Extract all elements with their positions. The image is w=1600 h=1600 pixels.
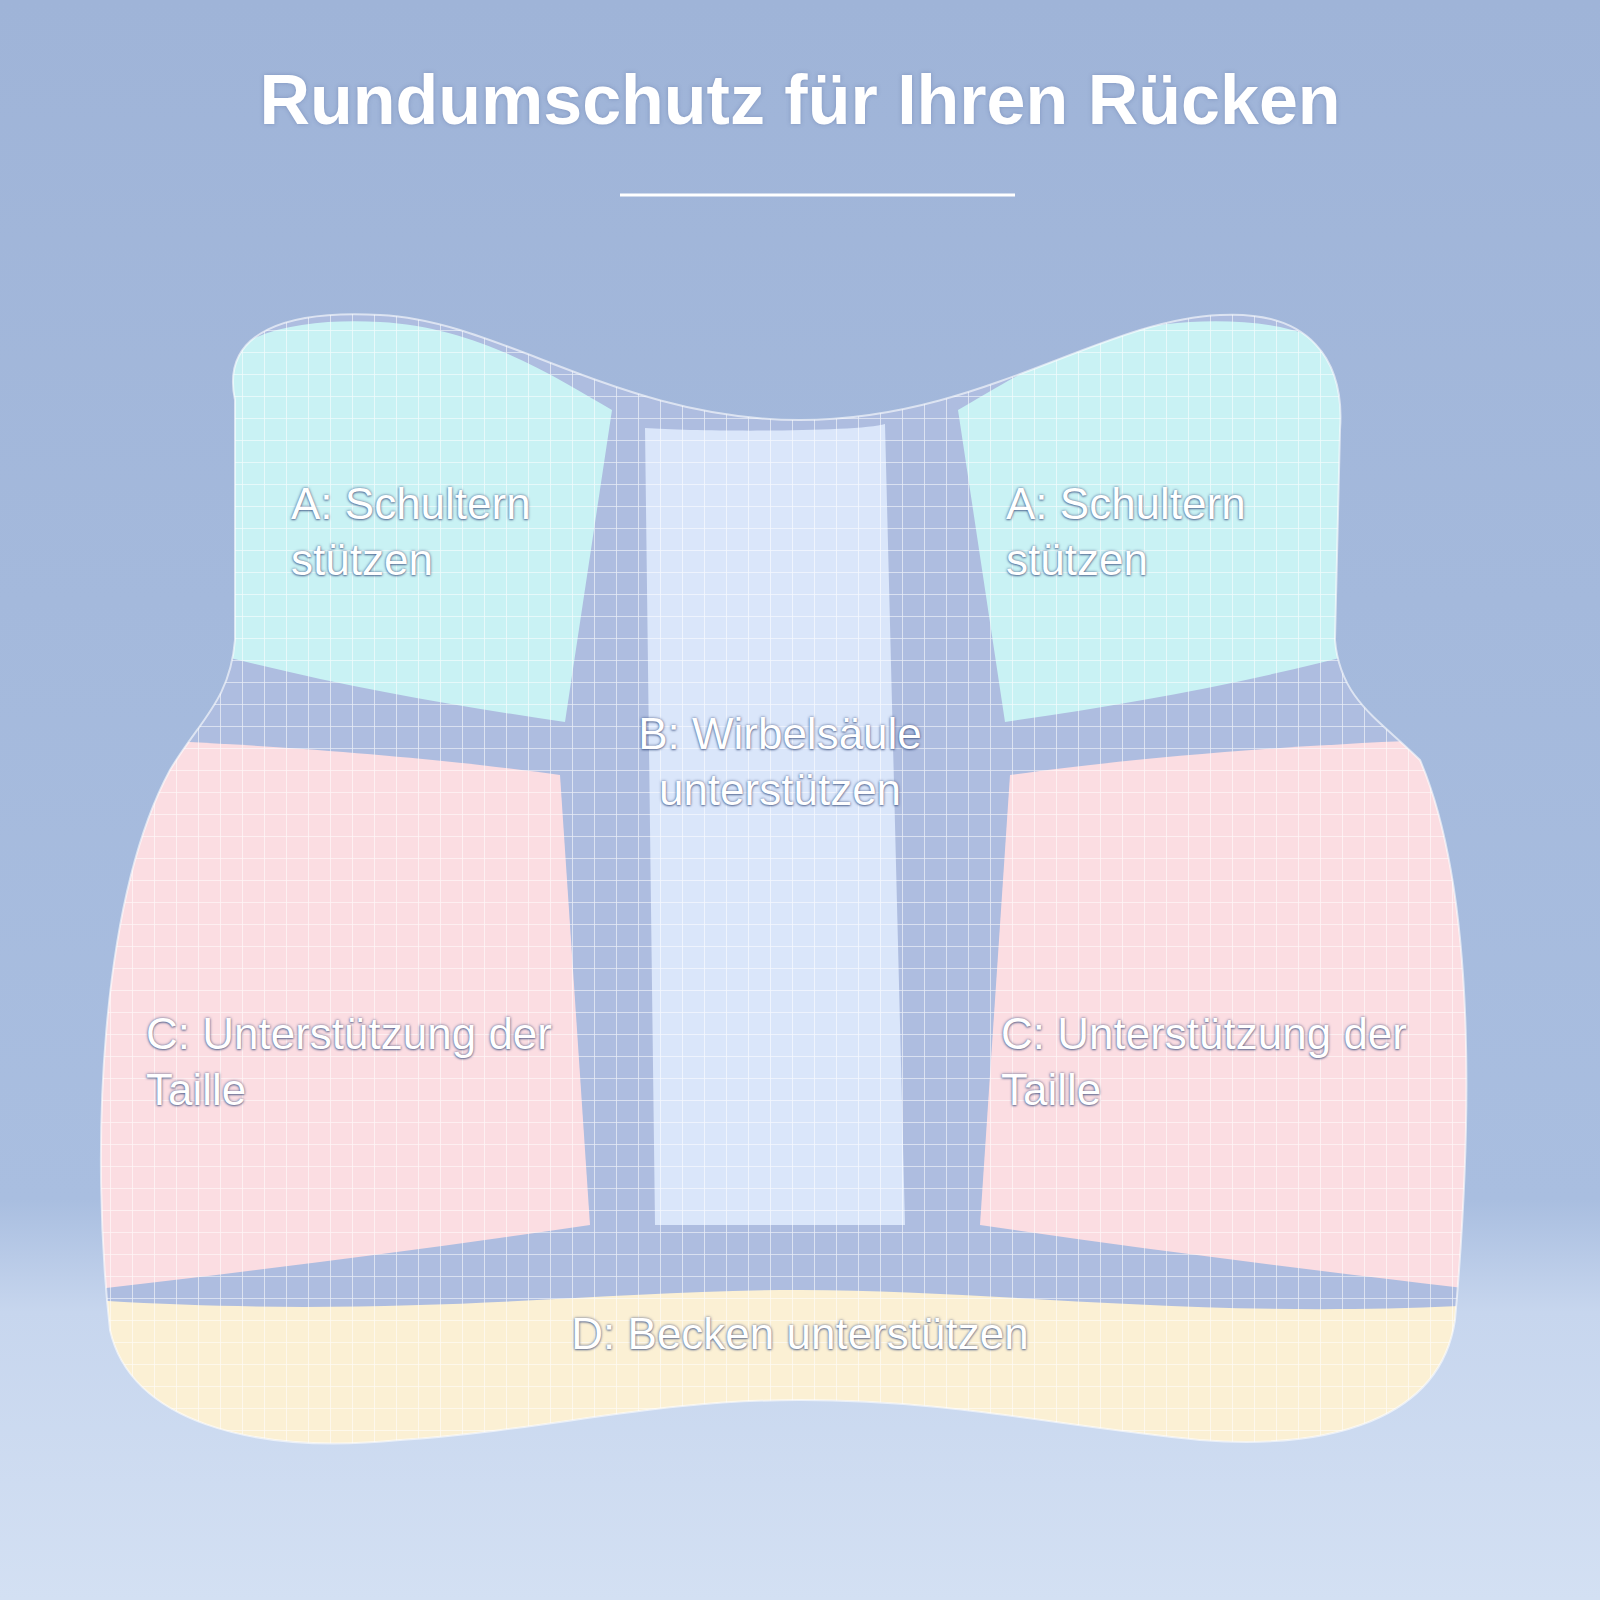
region-text: A: Schultern stützen (291, 476, 609, 589)
region-text: C: Unterstützung der Taille (146, 1006, 564, 1119)
spine-label: B: Wirbelsäule unterstützen (630, 700, 930, 825)
title: Rundumschutz für Ihren Rücken (0, 62, 1600, 139)
shoulder-label: A: Schultern stützen (285, 470, 615, 595)
region-text: D: Becken unterstützen (356, 1306, 1244, 1362)
cushion-outline (101, 314, 1467, 1443)
region-text: A: Schultern stützen (1006, 476, 1324, 589)
waist-label: C: Unterstützung der Taille (140, 1000, 570, 1125)
pelvis-label: D: Becken unterstützen (350, 1300, 1250, 1368)
title-underline (620, 194, 1015, 197)
region-text: C: Unterstützung der Taille (1001, 1006, 1419, 1119)
shoulder-label: A: Schultern stützen (1000, 470, 1330, 595)
waist-label: C: Unterstützung der Taille (995, 1000, 1425, 1125)
region-text: B: Wirbelsäule unterstützen (636, 706, 924, 819)
